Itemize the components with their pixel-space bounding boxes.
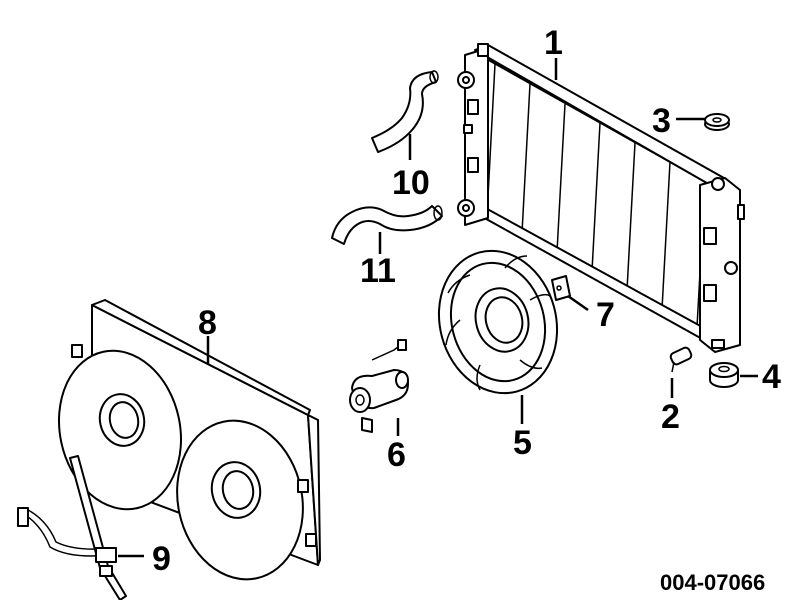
callout-6: 6 xyxy=(387,436,406,474)
fan-motor-part xyxy=(349,339,409,433)
callout-9: 9 xyxy=(152,540,171,578)
radiator-part xyxy=(457,43,745,353)
wiring-harness-part xyxy=(17,455,127,600)
retainer-clip-part xyxy=(551,275,571,301)
lower-insulator-part xyxy=(709,362,739,388)
callouts: 1 2 3 4 5 6 7 8 9 10 11 xyxy=(152,24,781,578)
callout-10: 10 xyxy=(392,164,430,202)
callout-3: 3 xyxy=(652,102,671,140)
drain-plug-part xyxy=(669,346,693,373)
fan-shroud-part xyxy=(437,249,559,395)
leader-lines xyxy=(118,58,758,558)
upper-hose-part xyxy=(371,70,439,153)
right-fan-hub xyxy=(210,461,262,519)
callout-1: 1 xyxy=(544,24,563,62)
callout-4: 4 xyxy=(762,358,781,396)
upper-insulator-part xyxy=(704,113,730,131)
leader-7 xyxy=(567,294,589,312)
callout-2: 2 xyxy=(661,398,680,436)
left-fan-hub xyxy=(98,393,146,447)
document-number: 004-07066 xyxy=(660,570,765,595)
callout-5: 5 xyxy=(513,424,532,462)
callout-7: 7 xyxy=(596,296,615,334)
dual-fan-shroud-part xyxy=(57,299,321,581)
lower-hose-part xyxy=(331,205,443,245)
callout-11: 11 xyxy=(360,252,396,290)
callout-8: 8 xyxy=(198,304,217,342)
